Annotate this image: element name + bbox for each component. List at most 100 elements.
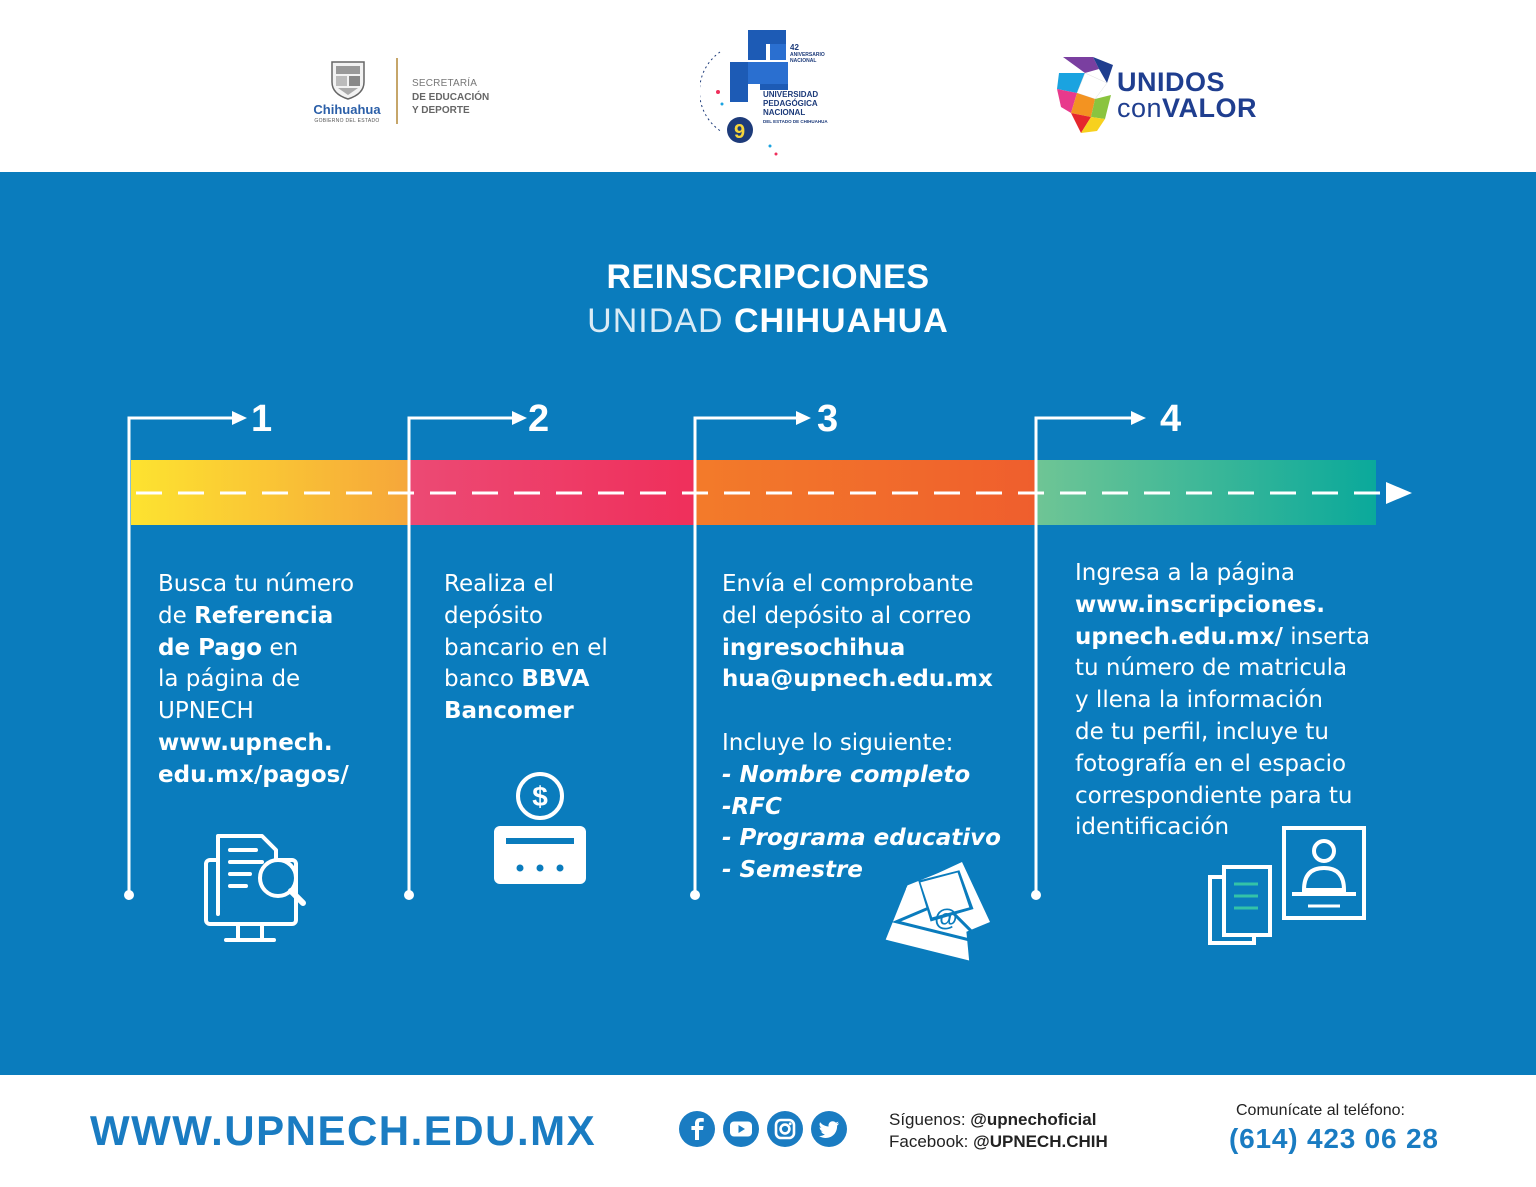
upn-logo: 9 42 ANIVERSARIO NACIONAL UNIVERSIDAD PE… [700,22,840,162]
step4-line: y llena la información [1075,685,1405,717]
step-text-fragment: la página de [158,666,301,693]
header: Chihuahua GOBIERNO DEL ESTADO SECRETARÍA… [0,0,1536,172]
id-profile-icon [1208,826,1366,945]
step4-arrow-head [1131,411,1146,425]
upn-anniversary: 42 ANIVERSARIO NACIONAL [790,43,840,64]
step2-line: bancario en el [444,633,684,665]
step2-connector [407,416,516,894]
upn-name: UNIVERSIDAD PEDAGÓGICA NACIONAL [763,90,843,117]
logo-divider [396,58,398,124]
step3-line [722,696,1032,728]
step-text-fragment: Busca tu número [158,571,355,597]
step1-line: www.upnech. [158,728,398,760]
chihuahua-shield-icon [331,61,365,100]
step-text-fragment: de tu perfil, incluye tu [1075,718,1329,745]
timeline-arrow-head [1386,482,1412,504]
upn-anniv-text1: ANIVERSARIO [790,52,825,58]
instagram-icon[interactable] [767,1111,803,1147]
step2-line: depósito [444,601,684,633]
step-text-fragment: bancario en el [444,634,608,661]
chihuahua-government-logo: Chihuahua GOBIERNO DEL ESTADO SECRETARÍA… [312,58,502,128]
document-search-icon [204,834,306,942]
step3-line: ingresochihua [722,633,1032,665]
step-text-fragment: Incluye lo siguiente: [722,729,954,756]
page-title: REINSCRIPCIONES [606,258,930,296]
step4-line: identificación [1075,812,1405,844]
step2-line: banco BBVA [444,664,684,696]
step-text-fragment: Envía el comprobante [722,571,974,597]
youtube-icon[interactable] [723,1111,759,1147]
step-text-fragment: upnech.edu.mx/ [1075,623,1283,650]
step-text-fragment: edu.mx/pagos/ [158,761,349,788]
step4-line: Ingresa a la página [1075,558,1405,590]
step-text-fragment: y llena la información [1075,687,1324,714]
step1-line: la página de [158,664,398,696]
step3-end-dot [690,890,700,900]
step3-line: Incluye lo siguiente: [722,728,1032,760]
step1-line: de Referencia [158,601,398,633]
unidos-con-valor-logo: UNIDOS conVALOR [1055,55,1295,135]
page-subtitle: UNIDAD CHIHUAHUA [0,302,1536,341]
step-text-fragment: www.inscripciones. [1075,591,1326,618]
upn-anniv-text2: NACIONAL [790,58,817,64]
step4-number: 4 [1160,398,1182,440]
step2-number: 2 [528,398,550,440]
follow-line: Síguenos: @upnechoficial [889,1109,1108,1131]
facebook-line: Facebook: @UPNECH.CHIH [889,1131,1108,1153]
step3-description: Envía el comprobante del depósito al corr… [722,569,1032,887]
timeline-graphics: $ @ [124,411,1412,961]
upn-state: DEL ESTADO DE CHIHUAHUA [763,119,828,124]
step2-line: Realiza el [444,569,684,601]
follow-handle[interactable]: @upnechoficial [970,1110,1097,1129]
step3-line: - Programa educativo [722,823,1032,855]
step-text-fragment: depósito [444,602,543,629]
step4-line: fotografía en el espacio [1075,749,1405,781]
upn-years: 9 [734,121,745,143]
website-link[interactable]: WWW.UPNECH.EDU.MX [90,1107,597,1154]
step2-description: Realiza el depósito bancario en el banco BB… [444,569,684,728]
step4-line: www.inscripciones. [1075,590,1405,622]
step1-arrow-head [232,411,247,425]
step-text-fragment: Realiza el [444,571,554,597]
step1-line: edu.mx/pagos/ [158,760,398,792]
step-text-fragment: tu número de matricula [1075,655,1348,682]
upn-name-line1: UNIVERSIDAD [763,90,819,99]
dollar-card-icon: $ [494,772,586,884]
phone-number[interactable]: (614) 423 06 28 [1229,1123,1439,1154]
step4-line: tu número de matricula [1075,653,1405,685]
unidos-wordmark: UNIDOS [1117,67,1226,97]
twitter-icon[interactable] [811,1111,847,1147]
follow-label: Síguenos: [889,1110,966,1129]
step-text-fragment: - Semestre [722,857,863,884]
con-valor-wordmark: conVALOR [1117,93,1257,124]
step1-end-dot [124,890,134,900]
step3-line: Envía el comprobante [722,569,1032,601]
step-text-fragment: banco [444,666,522,693]
step4-connector [1034,416,1135,894]
step3-arrow-head [796,411,811,425]
secretaria-name: DE EDUCACIÓN Y DEPORTE [412,91,522,117]
step1-line: UPNECH [158,696,398,728]
step4-end-dot [1031,890,1041,900]
step1-line: Busca tu número [158,569,398,601]
subtitle-bold: CHIHUAHUA [733,302,949,340]
step-text-fragment: Ingresa a la página [1075,560,1296,586]
chihuahua-sub: GOBIERNO DEL ESTADO [314,118,380,124]
step4-line: de tu perfil, incluye tu [1075,717,1405,749]
step-text-fragment: -RFC [722,793,782,820]
facebook-handle[interactable]: @UPNECH.CHIH [973,1132,1108,1151]
main-panel: REINSCRIPCIONES UNIDAD CHIHUAHUA [0,172,1536,1075]
step-text-fragment: - Nombre completo [722,761,971,788]
upn-anniv-num: 42 [790,43,799,52]
step3-line: del depósito al correo [722,601,1032,633]
chihuahua-wordmark: Chihuahua [313,102,381,117]
step-text-fragment: www.upnech. [158,729,333,756]
svg-text:$: $ [532,781,548,812]
step-text-fragment: inserta [1282,623,1370,650]
step-text-fragment: identificación [1075,814,1230,841]
facebook-icon[interactable] [679,1111,715,1147]
step-text-fragment: - Programa educativo [722,825,1001,852]
step2-line: Bancomer [444,696,684,728]
step-text-fragment: de [158,602,195,629]
